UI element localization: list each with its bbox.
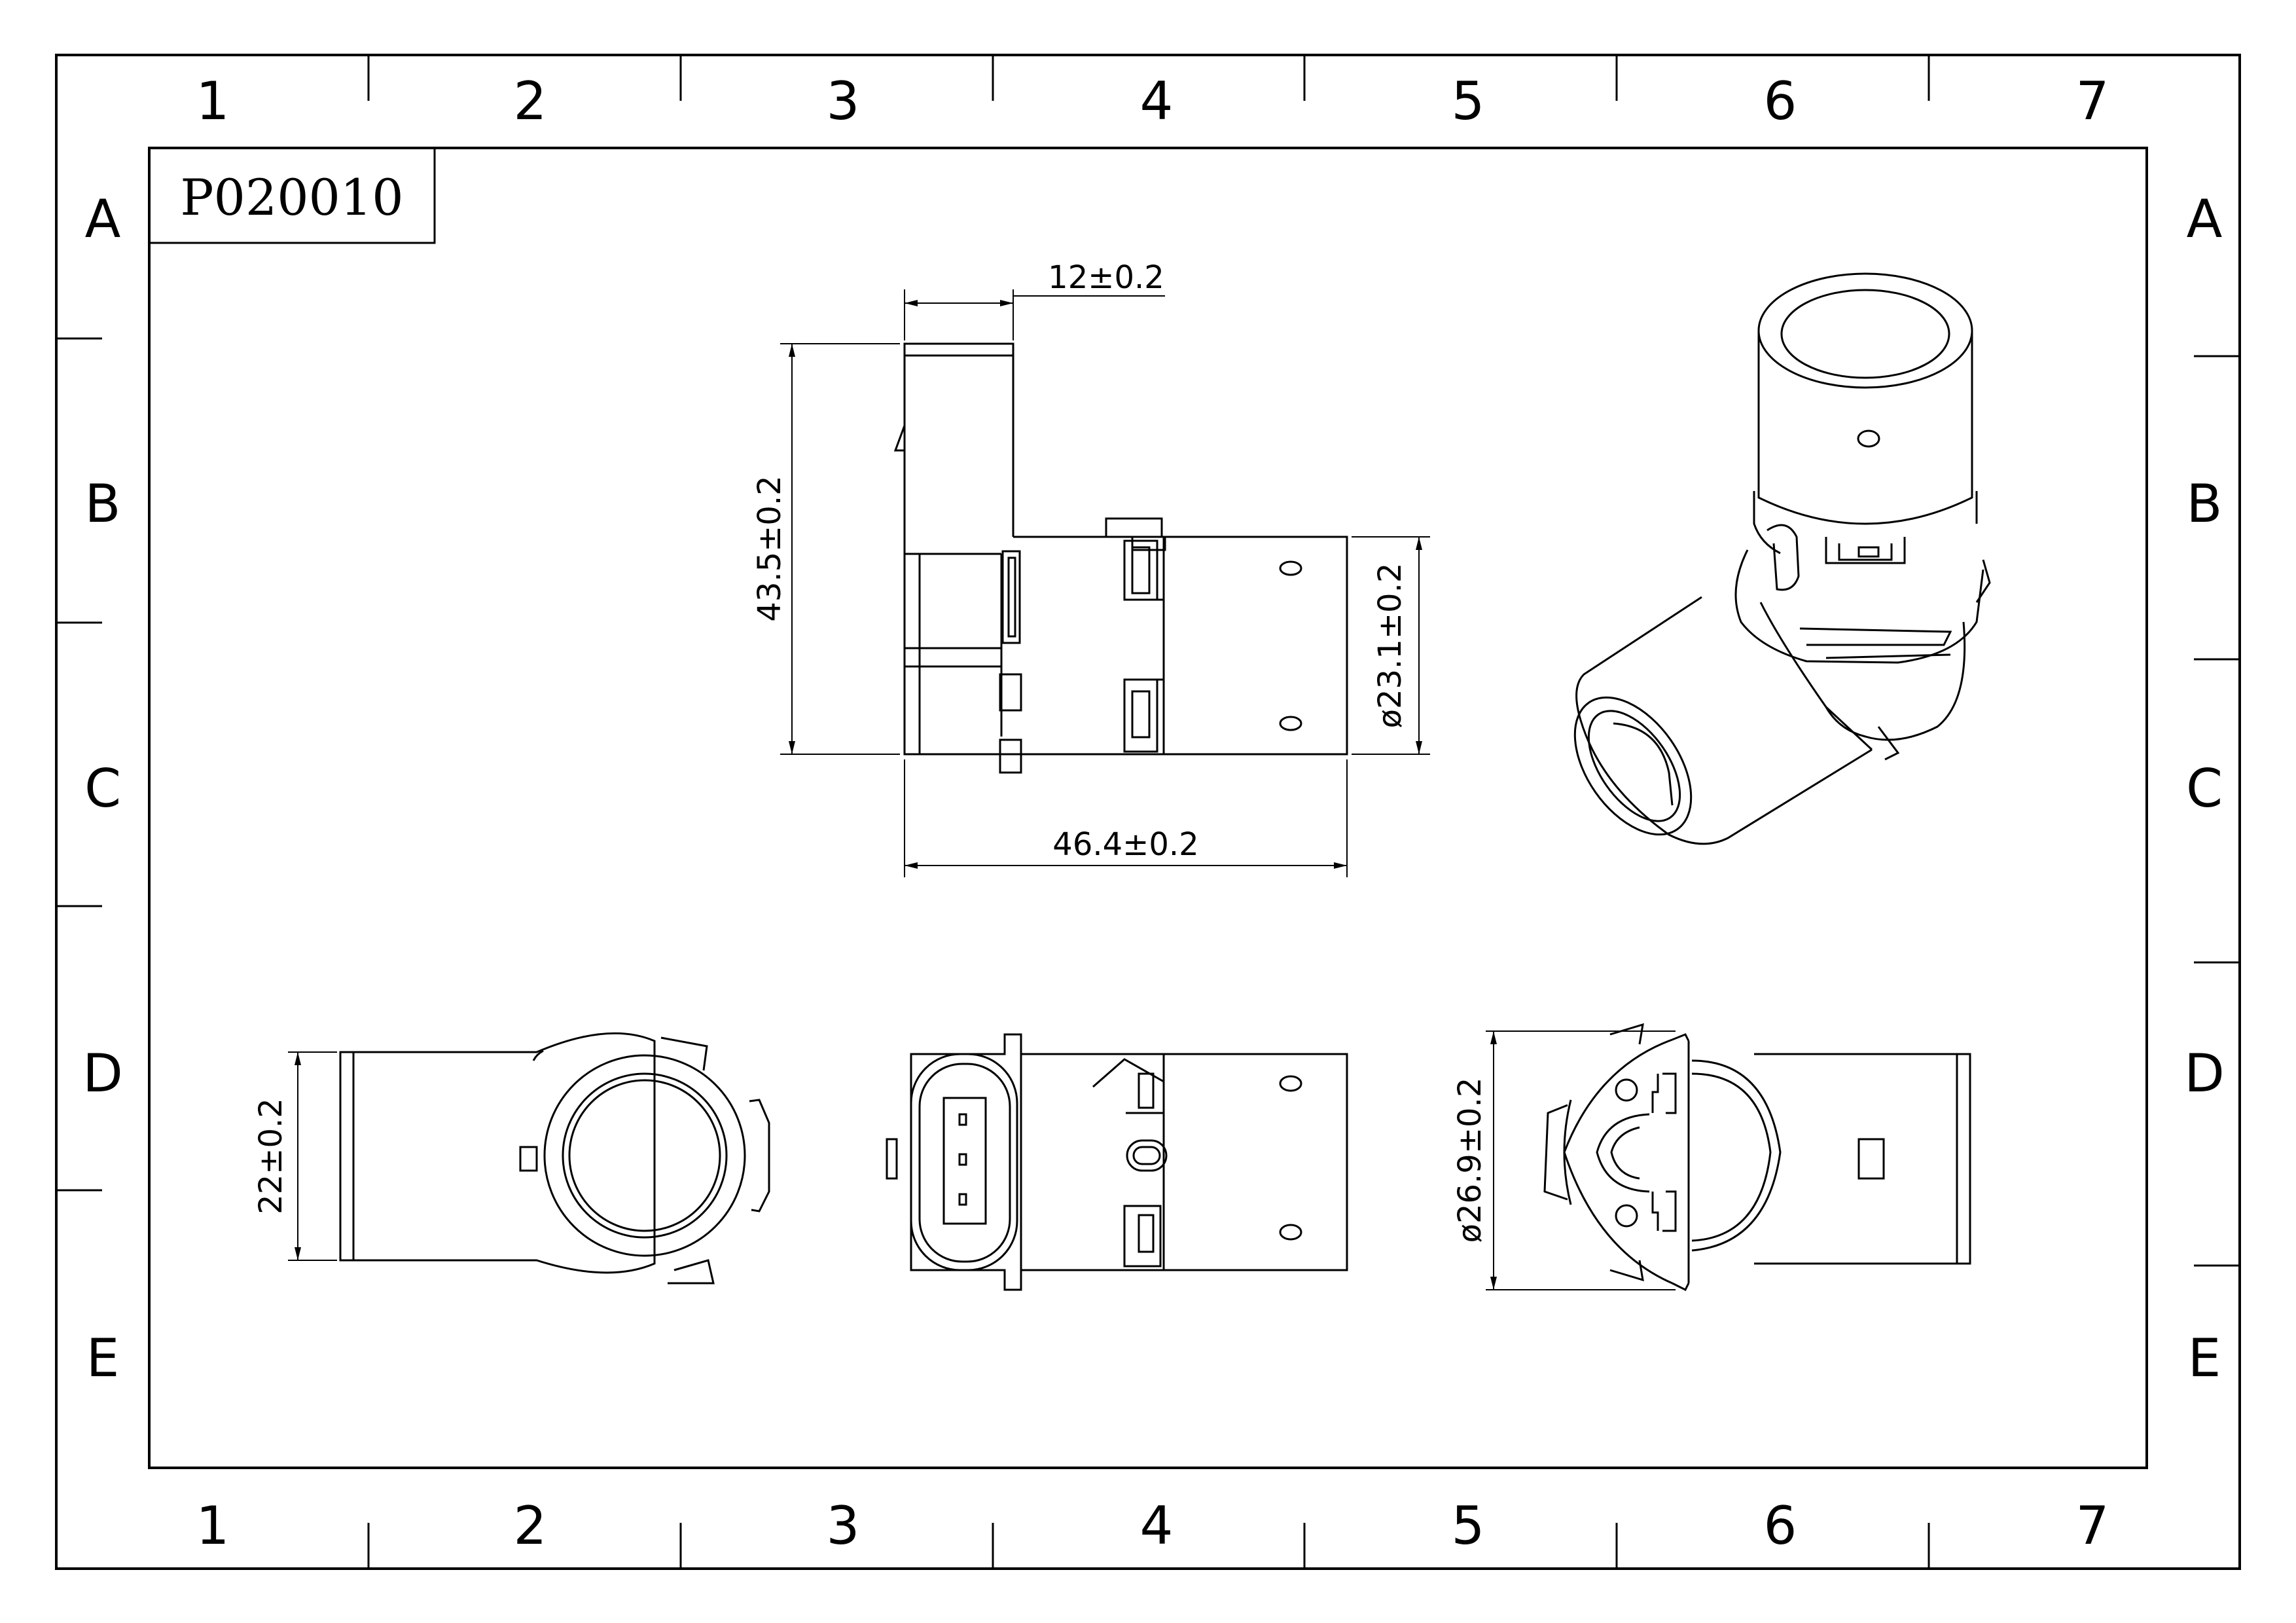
- dimension-height-43-5: 43.5±0.2: [751, 475, 788, 621]
- row-label: A: [85, 189, 121, 249]
- side-view-dimensions: 12±0.2 43.5±0.2 ø23.1±0.2 46.4±0.2: [751, 259, 1430, 877]
- column-label: 3: [827, 1495, 860, 1556]
- dimension-diameter-23-1: ø23.1±0.2: [1372, 563, 1408, 729]
- column-label: 1: [196, 71, 230, 132]
- row-label: C: [2186, 758, 2223, 819]
- column-labels-top: 1 2 3 4 5 6 7: [196, 71, 2109, 132]
- front-view-dimensions: 22±0.2: [253, 1051, 337, 1261]
- column-label: 6: [1764, 71, 1797, 132]
- front-view: [339, 1032, 770, 1285]
- part-number: P020010: [180, 168, 403, 227]
- rear-view: [1543, 1023, 1971, 1292]
- drawing-frame: [55, 54, 2241, 1570]
- part-number-box: P020010: [148, 147, 436, 244]
- row-labels-right: A B C D E: [2184, 189, 2225, 1389]
- column-label: 3: [827, 71, 860, 132]
- row-label: E: [2188, 1328, 2221, 1389]
- row-label: E: [86, 1328, 120, 1389]
- column-label: 7: [2076, 71, 2109, 132]
- row-label: A: [2187, 189, 2223, 249]
- side-view: [893, 342, 1348, 774]
- column-label: 1: [196, 1495, 230, 1556]
- row-label: C: [84, 758, 121, 819]
- dimension-width-12: 12±0.2: [1048, 259, 1164, 296]
- column-label: 5: [1452, 1495, 1485, 1556]
- row-labels-left: A B C D E: [82, 189, 123, 1389]
- top-view: [886, 1033, 1348, 1291]
- dimension-height-22: 22±0.2: [253, 1098, 289, 1214]
- column-labels-bottom: 1 2 3 4 5 6 7: [196, 1495, 2109, 1556]
- zone-dividers: [56, 55, 2240, 1569]
- dimension-diameter-26-9: ø26.9±0.2: [1452, 1078, 1488, 1243]
- column-label: 2: [514, 1495, 547, 1556]
- column-label: 7: [2076, 1495, 2109, 1556]
- rear-view-dimensions: ø26.9±0.2: [1452, 1030, 1676, 1290]
- row-label: B: [85, 473, 121, 534]
- isometric-view: [1573, 272, 1991, 845]
- column-label: 5: [1452, 71, 1485, 132]
- column-label: 2: [514, 71, 547, 132]
- column-label: 4: [1140, 1495, 1174, 1556]
- row-label: D: [2184, 1043, 2225, 1104]
- column-label: 4: [1140, 71, 1174, 132]
- column-label: 6: [1764, 1495, 1797, 1556]
- row-label: B: [2187, 473, 2223, 534]
- dimension-length-46-4: 46.4±0.2: [1052, 826, 1198, 863]
- row-label: D: [82, 1043, 123, 1104]
